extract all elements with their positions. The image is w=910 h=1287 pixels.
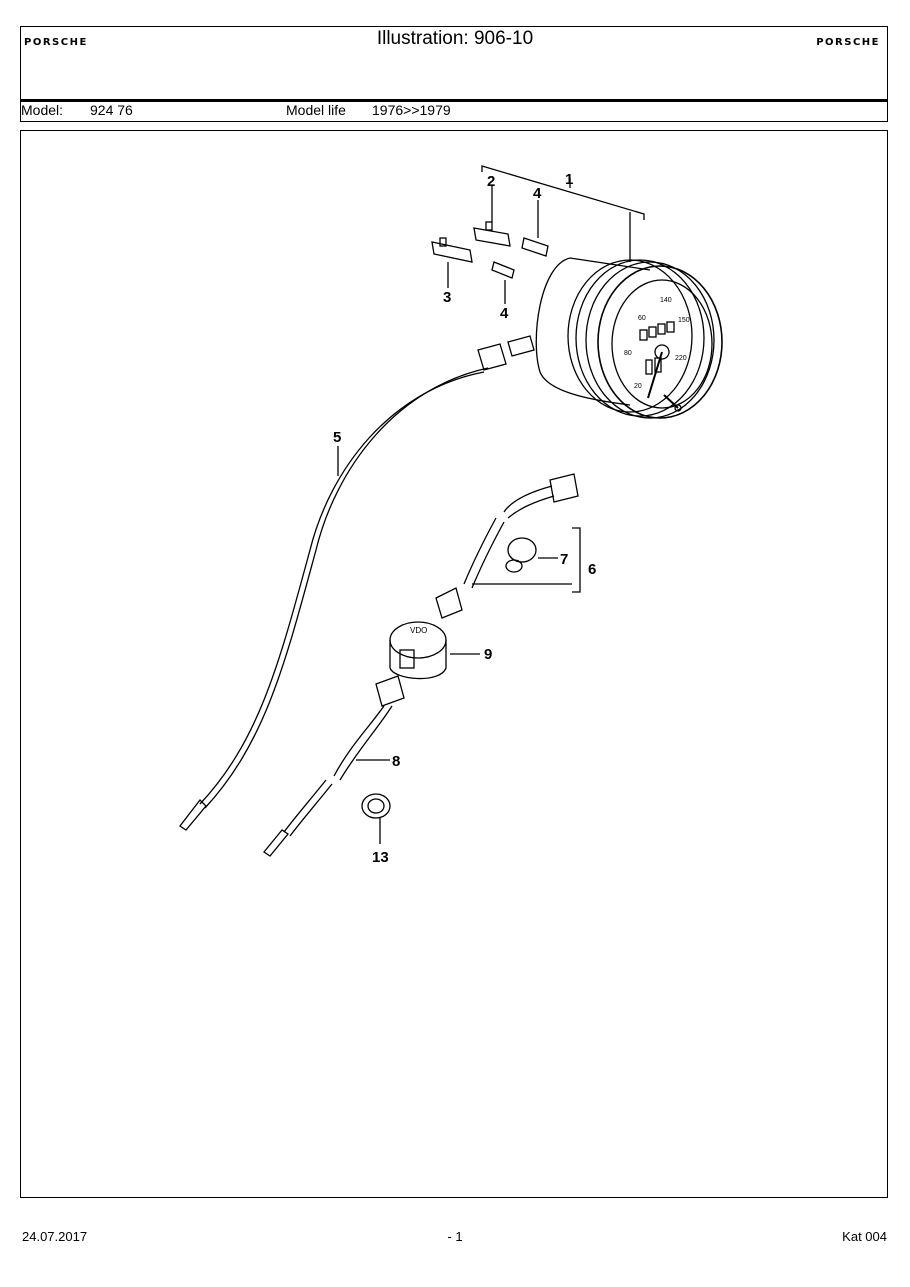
footer-catalog: Kat 004 — [842, 1229, 887, 1244]
cable-lower-8 — [263, 675, 405, 857]
footer-date: 24.07.2017 — [22, 1229, 88, 1244]
figure-frame — [20, 130, 888, 1198]
callout-2: 2 — [487, 173, 495, 190]
illustration-title: Illustration: 906-10 — [376, 28, 534, 49]
svg-text:140: 140 — [660, 297, 672, 304]
cable-upper-6 — [435, 473, 579, 619]
header-divider — [20, 99, 888, 102]
sender-unit-9 — [389, 621, 447, 680]
porsche-logo-left: PORSCHE — [24, 37, 88, 48]
callout-13: 13 — [372, 849, 389, 866]
bracket-6 — [572, 527, 581, 593]
bulbs-4 — [491, 237, 549, 279]
callout-5: 5 — [333, 429, 341, 446]
sender-brand: VDO — [410, 626, 427, 635]
svg-text:80: 80 — [624, 350, 632, 357]
grommet-13 — [361, 793, 391, 819]
svg-text:20: 20 — [634, 383, 642, 390]
svg-text:150: 150 — [678, 317, 690, 324]
porsche-logo-right: PORSCHE — [816, 37, 880, 48]
bulb-holder-3 — [431, 237, 473, 263]
callout-1: 1 — [565, 171, 573, 188]
grommet-7 — [505, 537, 537, 573]
model-life-value: 1976>>1979 — [372, 102, 451, 118]
callout-4b: 4 — [500, 305, 509, 322]
callout-9: 9 — [484, 646, 492, 663]
header-box — [20, 26, 888, 122]
bulb-holder-2 — [473, 221, 511, 247]
footer-page-number: - 1 — [447, 1229, 463, 1244]
callout-6: 6 — [588, 561, 596, 578]
callout-4a: 4 — [533, 185, 542, 202]
speedometer-cable-5 — [179, 343, 507, 831]
dial-numbers: 60 140 150 80 220 20 — [624, 297, 690, 390]
model-life-label: Model life — [286, 102, 346, 118]
svg-text:60: 60 — [638, 315, 646, 322]
model-label: Model: — [21, 102, 64, 118]
callout-7: 7 — [560, 551, 568, 568]
speedometer-gauge — [535, 257, 723, 419]
callout-3: 3 — [443, 289, 451, 306]
model-value: 924 76 — [90, 102, 133, 118]
svg-text:220: 220 — [675, 355, 687, 362]
callout-8: 8 — [392, 753, 400, 770]
gauge-connector — [507, 335, 535, 357]
bracket-1 — [481, 165, 645, 220]
